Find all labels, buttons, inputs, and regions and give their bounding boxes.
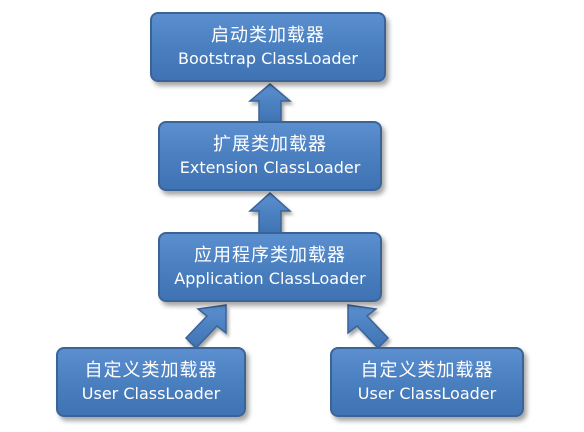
arrow-extension-to-bootstrap	[247, 83, 293, 123]
user-left-cn-label: 自定义类加载器	[84, 360, 218, 381]
bootstrap-classloader-node: 启动类加载器 Bootstrap ClassLoader	[150, 12, 386, 82]
user-classloader-left-node: 自定义类加载器 User ClassLoader	[56, 347, 246, 417]
application-cn-label: 应用程序类加载器	[194, 245, 346, 266]
arrow-application-to-extension	[248, 191, 292, 234]
arrow-user-left-to-application	[184, 304, 227, 350]
user-right-en-label: User ClassLoader	[357, 384, 497, 403]
user-right-cn-label: 自定义类加载器	[360, 360, 494, 381]
application-classloader-node: 应用程序类加载器 Application ClassLoader	[158, 232, 382, 302]
extension-cn-label: 扩展类加载器	[213, 134, 327, 155]
user-left-en-label: User ClassLoader	[81, 384, 221, 403]
extension-en-label: Extension ClassLoader	[179, 158, 361, 177]
user-classloader-right-node: 自定义类加载器 User ClassLoader	[330, 347, 524, 417]
bootstrap-en-label: Bootstrap ClassLoader	[178, 49, 358, 68]
bootstrap-cn-label: 启动类加载器	[211, 25, 325, 46]
arrow-user-right-to-application	[347, 304, 390, 350]
application-en-label: Application ClassLoader	[174, 269, 366, 288]
extension-classloader-node: 扩展类加载器 Extension ClassLoader	[158, 121, 382, 191]
